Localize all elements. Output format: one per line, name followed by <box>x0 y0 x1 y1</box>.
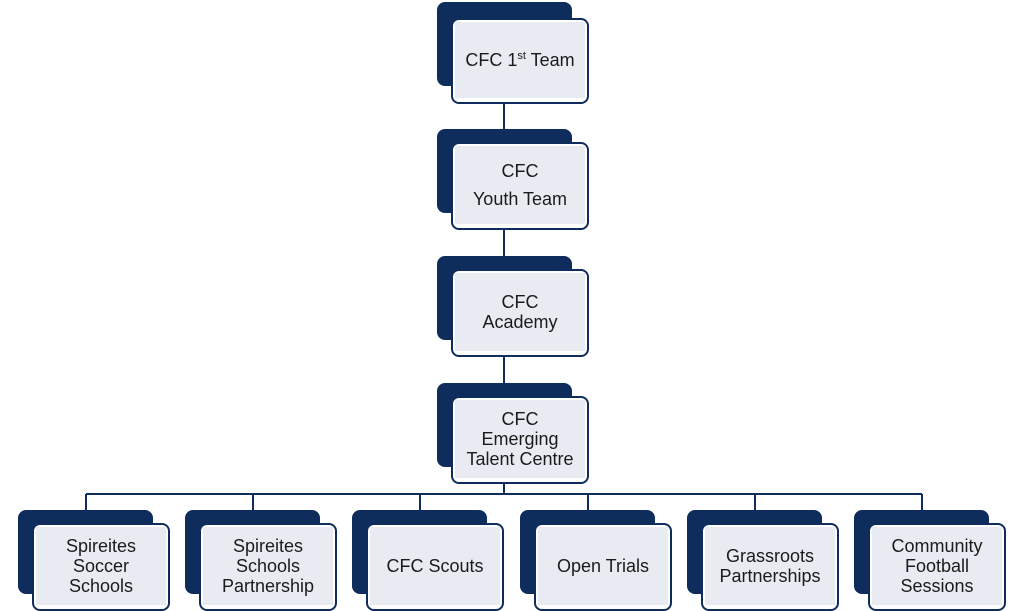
node-label: CFC Academy <box>455 273 585 351</box>
node-label: Community Football Sessions <box>872 527 1002 605</box>
node-label: CFC 1st Team <box>465 50 575 70</box>
node-label: Open Trials <box>538 527 668 605</box>
node-label: Grassroots Partnerships <box>705 527 835 605</box>
node-label: Spireites Soccer Schools <box>36 527 166 605</box>
node-label: CFC Emerging Talent Centre <box>455 400 585 478</box>
node-label: CFC Scouts <box>370 527 500 605</box>
node-label: CFC Youth Team <box>455 146 585 224</box>
node-label: Spireites Schools Partnership <box>203 527 333 605</box>
